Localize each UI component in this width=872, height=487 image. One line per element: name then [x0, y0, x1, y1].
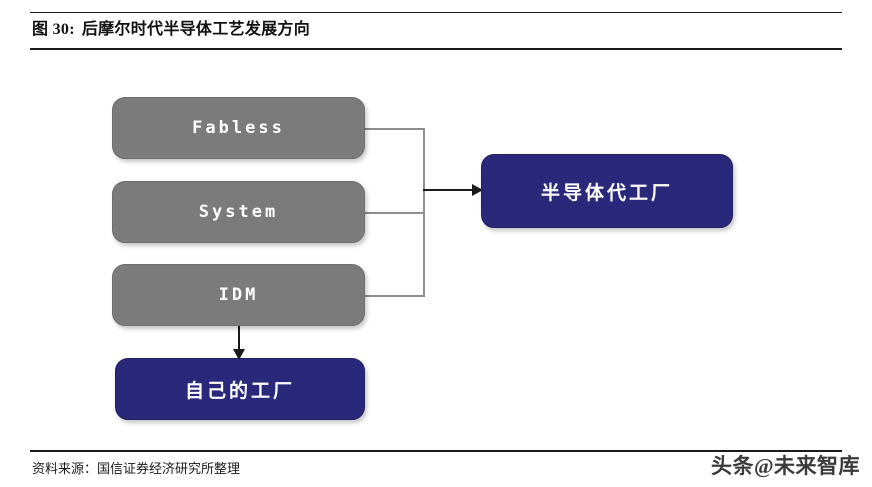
footer-rule [30, 450, 842, 452]
arrow-to-foundry-line [423, 189, 475, 191]
watermark: 头条@未来智库 [710, 454, 860, 478]
arrow-to-foundry-head-icon [472, 184, 483, 196]
node-foundry-label: 半导体代工厂 [540, 182, 673, 204]
node-idm[interactable]: IDM [112, 264, 365, 326]
source-note: 资料来源：国信证券经济研究所整理 [32, 461, 241, 476]
header-bottom-rule [30, 48, 842, 50]
figure-title-text: 后摩尔时代半导体工艺发展方向 [81, 21, 311, 38]
node-idm-label: IDM [218, 285, 259, 305]
node-foundry[interactable]: 半导体代工厂 [481, 154, 733, 228]
flow-diagram: Fabless System IDM 自己的工厂 半导体代工厂 [0, 52, 872, 434]
header-top-rule [30, 12, 842, 13]
figure-title: 图 30: 后摩尔时代半导体工艺发展方向 [32, 17, 310, 43]
node-own-fab[interactable]: 自己的工厂 [115, 358, 365, 420]
node-system[interactable]: System [112, 181, 365, 243]
arrow-idm-to-own-fab-head-icon [233, 349, 245, 360]
node-fabless-label: Fabless [192, 118, 285, 138]
node-own-fab-label: 自己的工厂 [184, 380, 295, 402]
figure-number: 图 30: [32, 21, 75, 38]
connector-vertical-bus [423, 128, 425, 297]
connector-system-to-bus [365, 212, 425, 214]
node-system-label: System [198, 202, 279, 222]
node-fabless[interactable]: Fabless [112, 97, 365, 159]
connector-fabless-to-bus [365, 128, 425, 130]
arrow-idm-to-own-fab-line [238, 326, 240, 352]
connector-idm-to-bus [365, 295, 425, 297]
